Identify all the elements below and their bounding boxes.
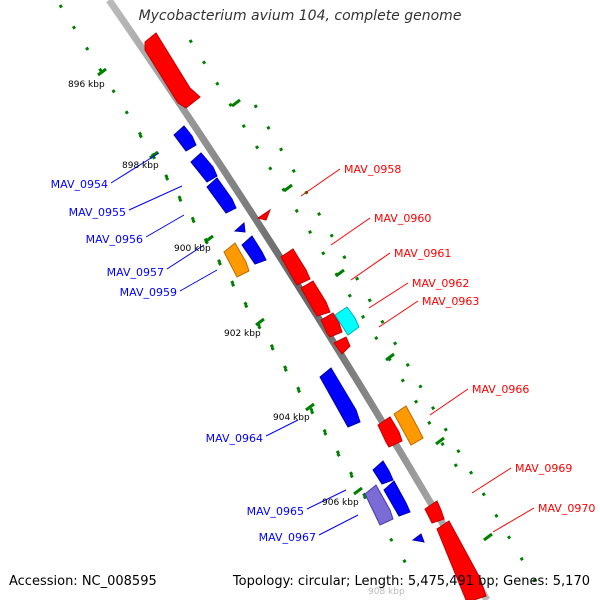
gene-label-forward[interactable]: MAV_0960 (374, 212, 431, 225)
scale-label: 904 kbp (273, 413, 310, 423)
label-leader (471, 467, 512, 494)
label-leader (265, 419, 299, 437)
gene-arrow-reverse-purple[interactable] (364, 484, 394, 526)
label-leader (300, 168, 341, 197)
gene-arrow-forward[interactable] (424, 500, 445, 524)
gene-arrow-reverse[interactable] (372, 460, 394, 485)
gene-label-forward[interactable]: MAV_0969 (515, 462, 572, 475)
gene-label-reverse[interactable]: MAV_0957 (107, 266, 164, 279)
label-leader (110, 152, 160, 184)
gene-arrow-forward[interactable] (144, 32, 201, 109)
major-tick (149, 150, 159, 160)
label-leader (145, 214, 185, 238)
scale-label: 902 kbp (224, 329, 261, 339)
gene-arrow-reverse[interactable] (233, 221, 246, 233)
label-leader (378, 300, 419, 328)
label-leader (330, 217, 371, 246)
tick-row-outer-reverse (58, 4, 382, 521)
label-leader (179, 269, 218, 292)
major-tick (385, 352, 395, 362)
major-tick (483, 532, 493, 542)
major-tick (97, 67, 107, 77)
scale-label: 906 kbp (322, 498, 359, 508)
gene-label-reverse[interactable]: MAV_0967 (259, 531, 316, 544)
major-tick (335, 268, 345, 278)
major-tick (305, 402, 315, 412)
label-leader (492, 507, 535, 533)
gene-arrow-forward[interactable] (377, 416, 403, 448)
gene-arrow-reverse[interactable] (411, 533, 425, 543)
gene-arrow-forward[interactable] (333, 336, 351, 355)
gene-label-reverse[interactable]: MAV_0955 (69, 206, 126, 219)
gene-arrow-forward-cyan[interactable] (334, 306, 360, 336)
gene-label-reverse[interactable]: MAV_0959 (120, 286, 177, 299)
gene-label-forward[interactable]: MAV_0966 (472, 383, 529, 396)
label-leader (306, 489, 347, 510)
major-tick (204, 234, 214, 244)
topology-label: Topology: circular; Length: 5,475,491 bp… (232, 574, 590, 589)
label-leader (128, 185, 183, 211)
gene-label-forward[interactable]: MAV_0958 (344, 163, 401, 176)
gene-arrow-forward-orange[interactable] (393, 405, 424, 446)
label-leader (429, 388, 469, 416)
gene-arrow-reverse[interactable] (319, 367, 361, 428)
major-tick (231, 98, 241, 108)
gene-arrow-reverse[interactable] (190, 152, 218, 183)
label-leader (350, 252, 391, 281)
tick-row-inner-reverse (138, 134, 412, 571)
gene-arrow-reverse[interactable] (173, 125, 197, 152)
genome-title: Mycobacterium avium 104, complete genome (138, 8, 462, 24)
major-tick (353, 486, 363, 496)
gene-label-reverse[interactable]: MAV_0965 (247, 505, 304, 518)
label-leader (368, 282, 409, 309)
scale-label: 908 kbp (368, 587, 405, 597)
gene-label-forward[interactable]: MAV_0963 (422, 295, 479, 308)
gene-arrow-forward[interactable] (300, 280, 331, 317)
major-tick (435, 436, 445, 446)
gene-arrow-reverse[interactable] (241, 235, 267, 265)
major-tick (255, 317, 265, 327)
gene-label-reverse[interactable]: MAV_0964 (206, 432, 263, 445)
gene-label-forward[interactable]: MAV_0970 (538, 502, 595, 515)
gene-label-reverse[interactable]: MAV_0956 (86, 233, 143, 246)
scale-label: 898 kbp (122, 161, 159, 171)
gene-arrow-reverse[interactable] (206, 177, 237, 214)
label-leader (166, 244, 205, 270)
gene-label-forward[interactable]: MAV_0962 (412, 277, 469, 290)
gene-arrow-forward[interactable] (436, 520, 487, 600)
gene-arrow-forward[interactable] (280, 248, 311, 286)
gene-label-forward[interactable]: MAV_0961 (394, 247, 451, 260)
label-leader (318, 514, 359, 536)
gene-label-reverse[interactable]: MAV_0954 (51, 178, 108, 191)
gene-arrow-forward[interactable] (320, 312, 343, 338)
scale-label: 896 kbp (68, 80, 105, 90)
scale-label: 900 kbp (174, 244, 211, 254)
gene-arrow-reverse[interactable] (383, 480, 411, 517)
gene-arrow-reverse-orange[interactable] (223, 242, 250, 278)
gene-arrow-forward[interactable] (256, 208, 272, 221)
major-tick (283, 183, 293, 193)
accession-label: Accession: NC_008595 (9, 574, 157, 589)
